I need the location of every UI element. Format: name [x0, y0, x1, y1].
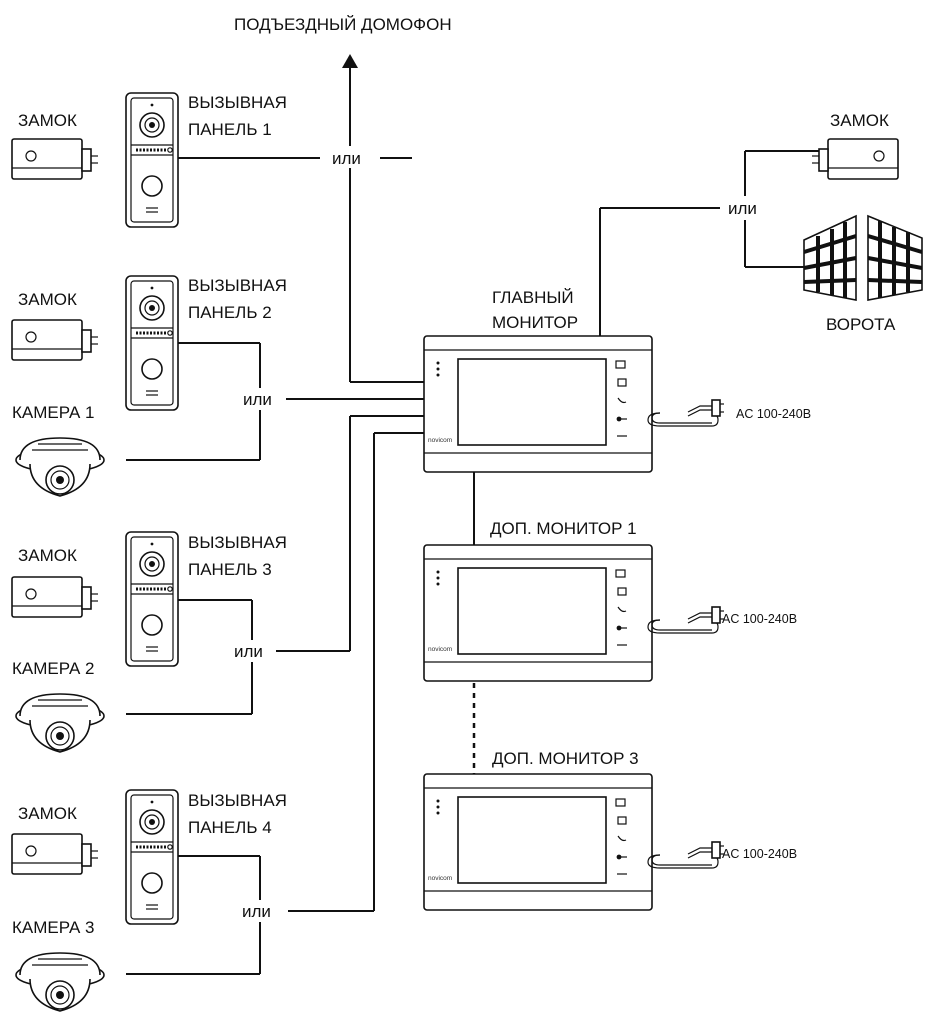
main-monitor-power-label: AC 100-240B — [736, 407, 811, 421]
or-label-2: или — [243, 390, 272, 409]
or-label-1: или — [332, 149, 361, 168]
camera-2 — [15, 693, 105, 753]
or-label-5: или — [728, 199, 757, 218]
camera-1-label: КАМЕРА 1 — [12, 403, 94, 422]
camera-1 — [15, 437, 105, 497]
main-monitor-label-1: ГЛАВНЫЙ — [492, 288, 574, 307]
lock-1-label: ЗАМОК — [18, 111, 77, 130]
gate-label: ВОРОТА — [826, 315, 896, 334]
ext-monitor-1-power-plug — [647, 606, 725, 634]
panel-3-label: ПАНЕЛЬ 3 — [188, 560, 272, 579]
lock-3-label: ЗАМОК — [18, 546, 77, 565]
panel-2-label: ПАНЕЛЬ 2 — [188, 303, 272, 322]
lock-2 — [11, 319, 99, 361]
call-panel-2 — [124, 274, 180, 412]
ext-monitor-3-label: ДОП. МОНИТОР 3 — [492, 749, 639, 768]
main-monitor — [423, 335, 653, 473]
panel-1-word: ВЫЗЫВНАЯ — [188, 93, 287, 112]
call-panel-1 — [124, 91, 180, 229]
ext-monitor-3-power-label: AC 100-240B — [722, 847, 797, 861]
intercom-label: ПОДЪЕЗДНЫЙ ДОМОФОН — [234, 15, 452, 34]
ext-monitor-1 — [423, 544, 653, 682]
panel-4-label: ПАНЕЛЬ 4 — [188, 818, 272, 837]
lock-5-label: ЗАМОК — [830, 111, 889, 130]
panel-3-word: ВЫЗЫВНАЯ — [188, 533, 287, 552]
call-panel-4 — [124, 788, 180, 926]
ext-monitor-3 — [423, 773, 653, 911]
main-monitor-label-2: МОНИТОР — [492, 313, 578, 332]
ext-monitor-1-label: ДОП. МОНИТОР 1 — [490, 519, 637, 538]
lock-3 — [11, 576, 99, 618]
wires — [126, 54, 826, 975]
gate — [803, 214, 923, 301]
panel-4-word: ВЫЗЫВНАЯ — [188, 791, 287, 810]
or-label-4: или — [242, 902, 271, 921]
call-panel-3 — [124, 530, 180, 668]
lock-4-label: ЗАМОК — [18, 804, 77, 823]
lock-1 — [11, 138, 99, 180]
main-monitor-power-plug — [647, 399, 725, 427]
lock-5 — [811, 138, 899, 180]
ext-monitor-3-power-plug — [647, 841, 725, 869]
lock-4 — [11, 833, 99, 875]
ext-monitor-1-power-label: AC 100-240B — [722, 612, 797, 626]
lock-2-label: ЗАМОК — [18, 290, 77, 309]
panel-1-label: ПАНЕЛЬ 1 — [188, 120, 272, 139]
camera-3-label: КАМЕРА 3 — [12, 918, 94, 937]
panel-2-word: ВЫЗЫВНАЯ — [188, 276, 287, 295]
camera-2-label: КАМЕРА 2 — [12, 659, 94, 678]
camera-3 — [15, 952, 105, 1012]
or-label-3: или — [234, 642, 263, 661]
